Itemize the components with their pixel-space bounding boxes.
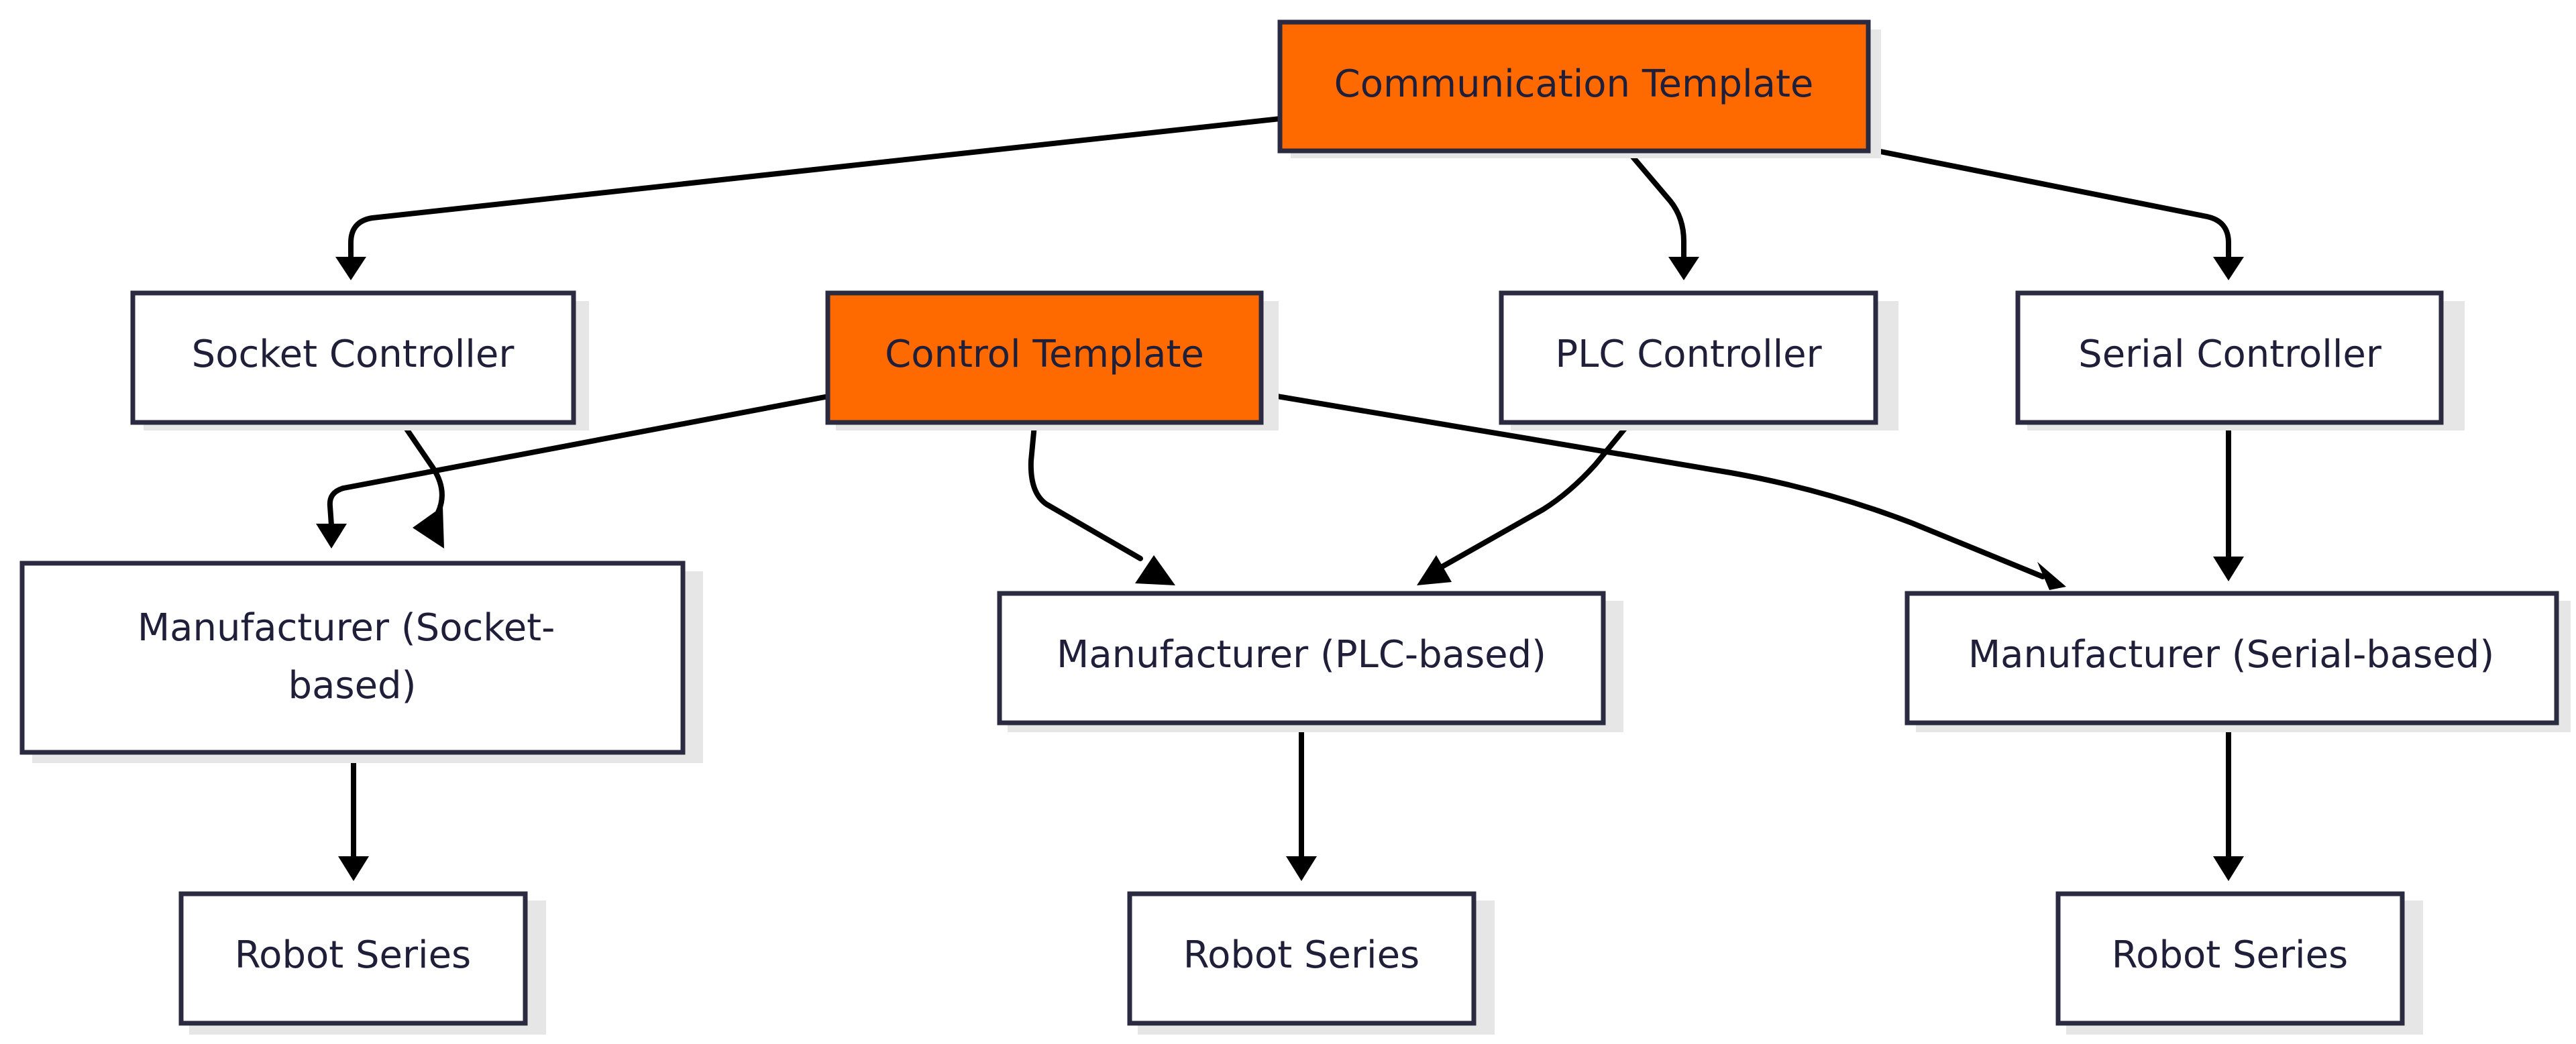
node-manufacturer-plc-label: Manufacturer (PLC-based) xyxy=(1057,633,1546,677)
node-control-template-box xyxy=(825,290,1264,425)
edges-layer xyxy=(316,116,2244,881)
edge-control-to-manufacturer-plc xyxy=(1028,422,1175,585)
edge-communication-to-socket-controller xyxy=(335,116,1283,280)
edge-plc-controller-to-manufacturer-plc xyxy=(1417,421,1631,585)
node-robot-series-socket-label: Robot Series xyxy=(235,933,471,977)
node-manufacturer-serial-box xyxy=(1904,591,2559,726)
node-manufacturer-socket-label-line2: based) xyxy=(288,664,417,707)
node-control-template[interactable]: Control Template xyxy=(825,290,1279,430)
node-robot-series-serial[interactable]: Robot Series xyxy=(2055,891,2423,1035)
node-communication-template-label: Communication Template xyxy=(1334,62,1814,106)
node-manufacturer-socket[interactable]: Manufacturer (Socket- based) xyxy=(19,561,703,763)
node-manufacturer-plc-box xyxy=(997,591,1606,726)
edge-manufacturer-plc-to-robot-series xyxy=(1286,720,1317,881)
node-manufacturer-plc[interactable]: Manufacturer (PLC-based) xyxy=(997,591,1623,732)
node-plc-controller[interactable]: PLC Controller xyxy=(1499,290,1898,430)
node-manufacturer-serial-label: Manufacturer (Serial-based) xyxy=(1968,633,2494,677)
node-robot-series-serial-label: Robot Series xyxy=(2112,933,2348,977)
node-communication-template[interactable]: Communication Template xyxy=(1277,19,1881,158)
node-plc-controller-label: PLC Controller xyxy=(1555,333,1822,376)
node-manufacturer-socket-box xyxy=(19,561,686,755)
node-robot-series-socket[interactable]: Robot Series xyxy=(178,891,546,1035)
edge-communication-to-serial-controller xyxy=(1864,146,2244,280)
node-manufacturer-socket-label: Manufacturer (Socket- based) xyxy=(138,606,567,707)
node-robot-series-plc-label: Robot Series xyxy=(1183,933,1419,977)
node-serial-controller-box xyxy=(2015,290,2444,425)
node-serial-controller-label: Serial Controller xyxy=(2078,333,2382,376)
node-manufacturer-socket-label-line1: Manufacturer (Socket- xyxy=(138,606,555,650)
edge-manufacturer-socket-to-robot-series xyxy=(338,750,369,881)
node-plc-controller-box xyxy=(1499,290,1878,425)
node-robot-series-serial-box xyxy=(2055,891,2405,1026)
edge-control-to-manufacturer-socket xyxy=(316,394,828,548)
node-control-template-label: Control Template xyxy=(885,333,1204,376)
node-socket-controller-label: Socket Controller xyxy=(192,333,515,376)
nodes-layer: Communication Template Socket Controller… xyxy=(19,19,2571,1035)
node-socket-controller[interactable]: Socket Controller xyxy=(130,290,589,430)
node-robot-series-socket-box xyxy=(178,891,528,1026)
node-robot-series-plc-box xyxy=(1127,891,1477,1026)
edge-manufacturer-serial-to-robot-series xyxy=(2213,720,2244,881)
node-robot-series-plc[interactable]: Robot Series xyxy=(1127,891,1495,1035)
node-manufacturer-serial[interactable]: Manufacturer (Serial-based) xyxy=(1904,591,2571,732)
edge-serial-controller-to-manufacturer-serial xyxy=(2213,420,2244,581)
node-serial-controller[interactable]: Serial Controller xyxy=(2015,290,2465,430)
node-socket-controller-box xyxy=(130,290,576,425)
edge-control-to-manufacturer-serial xyxy=(1258,391,2066,590)
edge-communication-to-plc-controller xyxy=(1626,150,1699,280)
node-communication-template-box xyxy=(1277,19,1871,154)
edge-socket-controller-to-manufacturer-socket xyxy=(400,420,445,548)
